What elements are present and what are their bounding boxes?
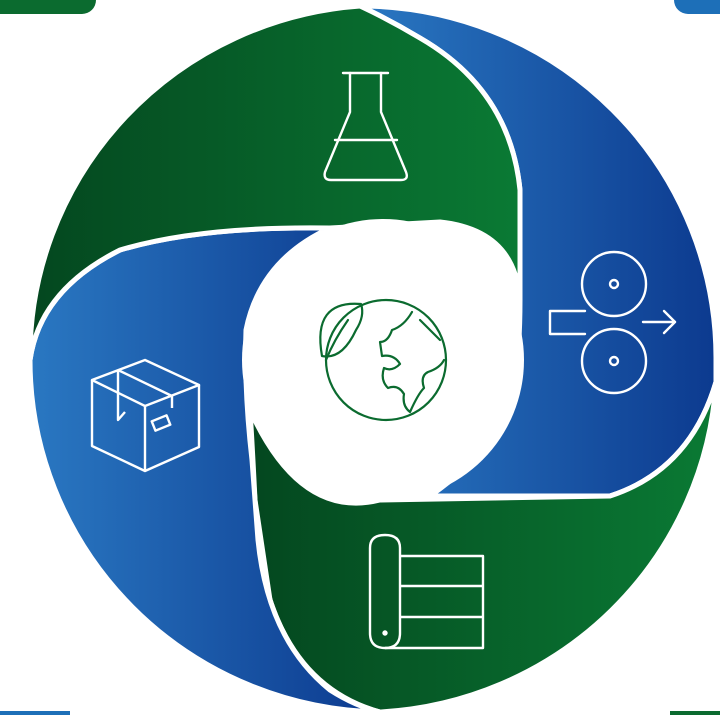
earth-leaf-icon — [319, 298, 448, 422]
box-icon — [90, 358, 201, 473]
corner-tab-bottom-right — [670, 711, 720, 715]
center-circle — [242, 219, 524, 501]
flask-icon — [323, 71, 409, 182]
corner-tab-bottom-left — [0, 711, 70, 715]
corner-tab-top-left — [0, 0, 96, 14]
rollers-icon — [548, 250, 677, 395]
corner-tab-top-right — [674, 0, 720, 14]
segment-top-green — [27, 3, 523, 363]
paper-roll-icon — [368, 533, 485, 650]
